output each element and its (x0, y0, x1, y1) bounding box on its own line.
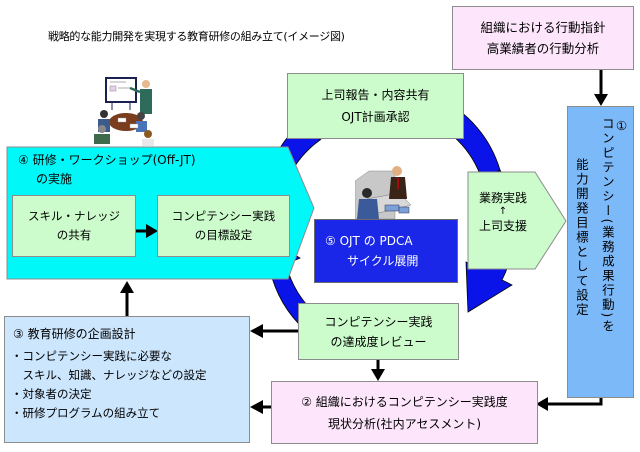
step4-skill-sharing-box: スキル・ナレッジ の共有 (12, 195, 136, 257)
skill-sharing-line2: の共有 (56, 228, 92, 242)
step5-line1: ⑤ OJT の PDCA (325, 234, 413, 248)
arrow-review-to-step2 (371, 360, 385, 381)
step5-ojt-pdca-box: ⑤ OJT の PDCA サイクル展開 (314, 219, 458, 283)
report-approval-line1: 上司報告・内容共有 (321, 88, 430, 102)
step3-training-design-box: ③ 教育研修の企画設計 ・コンピテンシー実践に必要な スキル、知識、ナレッジなど… (4, 316, 250, 443)
step4-heading: ④ 研修・ワークショップ(Off-JT) の実施 (18, 151, 196, 189)
arrow-step2-to-step3 (250, 400, 272, 414)
step2-line2: 現状分析(社内アセスメント) (327, 416, 482, 431)
one-on-one-meeting-illustration (355, 163, 413, 219)
step3-heading: ③ 教育研修の企画設計 (13, 327, 136, 341)
practice-line2: 上司支援 (478, 219, 527, 233)
step3-bullet-3: ・対象者の決定 (11, 387, 92, 401)
step4-goal-setting-box: コンピテンシー実践 の目標設定 (157, 195, 290, 257)
step4-line2: の実施 (36, 172, 73, 186)
step1-column2: 能力開発目標として設定 (573, 157, 589, 318)
achievement-review-box: コンピテンシー実践 の達成度レビュー (298, 303, 459, 360)
step1-number: ① (615, 118, 630, 133)
step1-text1: コンピテンシー(業務成果行動)を (599, 117, 615, 334)
step5-line2: サイクル展開 (347, 254, 419, 268)
behavior-guideline-box: 組織における行動指針 高業績者の行動分析 (452, 6, 634, 70)
report-approval-line2: OJT計画承認 (341, 110, 410, 124)
arrow-top-to-step1 (594, 70, 608, 106)
behavior-guideline-line2: 高業績者の行動分析 (486, 41, 600, 56)
step2-line1: ② 組織におけるコンピテンシー実践度 (301, 394, 508, 409)
step1-competency-box: ① コンピテンシー(業務成果行動)を 能力開発目標として設定 (567, 106, 634, 398)
step2-current-analysis-box: ② 組織におけるコンピテンシー実践度 現状分析(社内アセスメント) (271, 381, 538, 444)
step3-bullet-4: ・研修プログラムの組み立て (11, 406, 161, 420)
step4-line1: ④ 研修・ワークショップ(Off-JT) (18, 153, 196, 167)
step1-column1: ① コンピテンシー(業務成果行動)を (598, 117, 629, 334)
step3-bullet-2: スキル、知識、ナレッジなどの設定 (11, 368, 207, 382)
report-approval-box: 上司報告・内容共有 OJT計画承認 (287, 73, 464, 139)
diagram-title: 戦略的な能力開発を実現する教育研修の組み立て(イメージ図) (48, 30, 345, 43)
goal-setting-line1: コンピテンシー実践 (171, 209, 276, 223)
practice-line1: 業務実践 (478, 191, 527, 205)
goal-setting-line2: の目標設定 (194, 228, 253, 242)
step3-bullet-1: ・コンピテンシー実践に必要な (11, 349, 172, 363)
up-arrow-icon: ↑ (498, 206, 508, 217)
behavior-guideline-line1: 組織における行動指針 (480, 20, 606, 35)
review-line2: の達成度レビュー (330, 334, 427, 349)
presentation-meeting-illustration (92, 74, 164, 146)
arrow-review-to-step3 (250, 324, 298, 338)
skill-sharing-line1: スキル・ナレッジ (28, 209, 120, 223)
review-line1: コンピテンシー実践 (324, 314, 433, 329)
arrow-step1-to-step2 (536, 397, 603, 411)
arrow-step3-to-step4 (120, 281, 134, 316)
practice-support-text: 業務実践 ↑ 上司支援 (470, 190, 536, 234)
